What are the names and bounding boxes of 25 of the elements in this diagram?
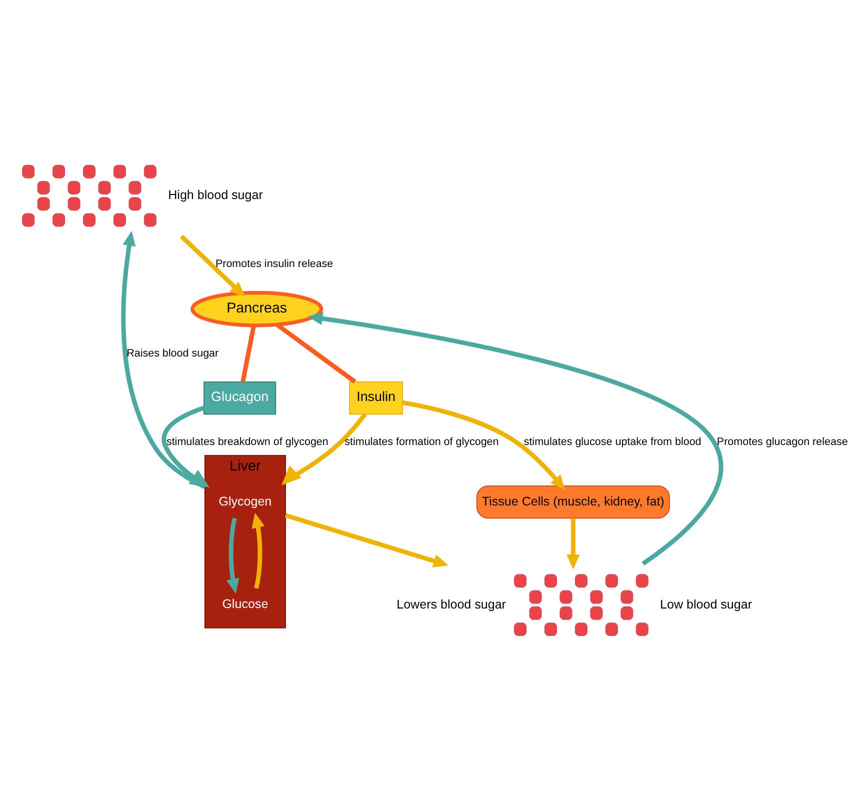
node-box: Glucagon	[204, 382, 276, 415]
arrow	[252, 512, 265, 589]
arrow	[402, 400, 566, 490]
arrow	[121, 230, 206, 489]
arrow	[180, 234, 246, 297]
node-text: Glycogen	[218, 494, 272, 508]
arrow	[282, 413, 367, 486]
edge-label: Promotes glucagon release	[716, 436, 848, 448]
node-box: Insulin	[349, 382, 403, 415]
node-text: Glucose	[222, 596, 268, 611]
node-box: Tissue Cells (muscle, kidney, fat)	[476, 485, 670, 519]
edge-label: Raises blood sugar	[126, 348, 219, 360]
edge-label: stimulates glucose uptake from blood	[524, 436, 702, 448]
edge-label: stimulates breakdown of glycogen	[166, 436, 328, 448]
connector	[240, 325, 256, 382]
node-label: Lowers blood sugar	[396, 597, 506, 612]
edge-label: Promotes insulin release	[215, 258, 334, 270]
arrow	[308, 312, 724, 566]
node-label: High blood sugar	[168, 188, 263, 202]
arrow	[226, 518, 240, 594]
node-label: Low blood sugar	[660, 597, 752, 612]
edge-label: stimulates formation of glycogen	[344, 436, 499, 448]
arrow	[284, 513, 449, 568]
arrow	[566, 518, 580, 570]
connector	[276, 322, 356, 384]
